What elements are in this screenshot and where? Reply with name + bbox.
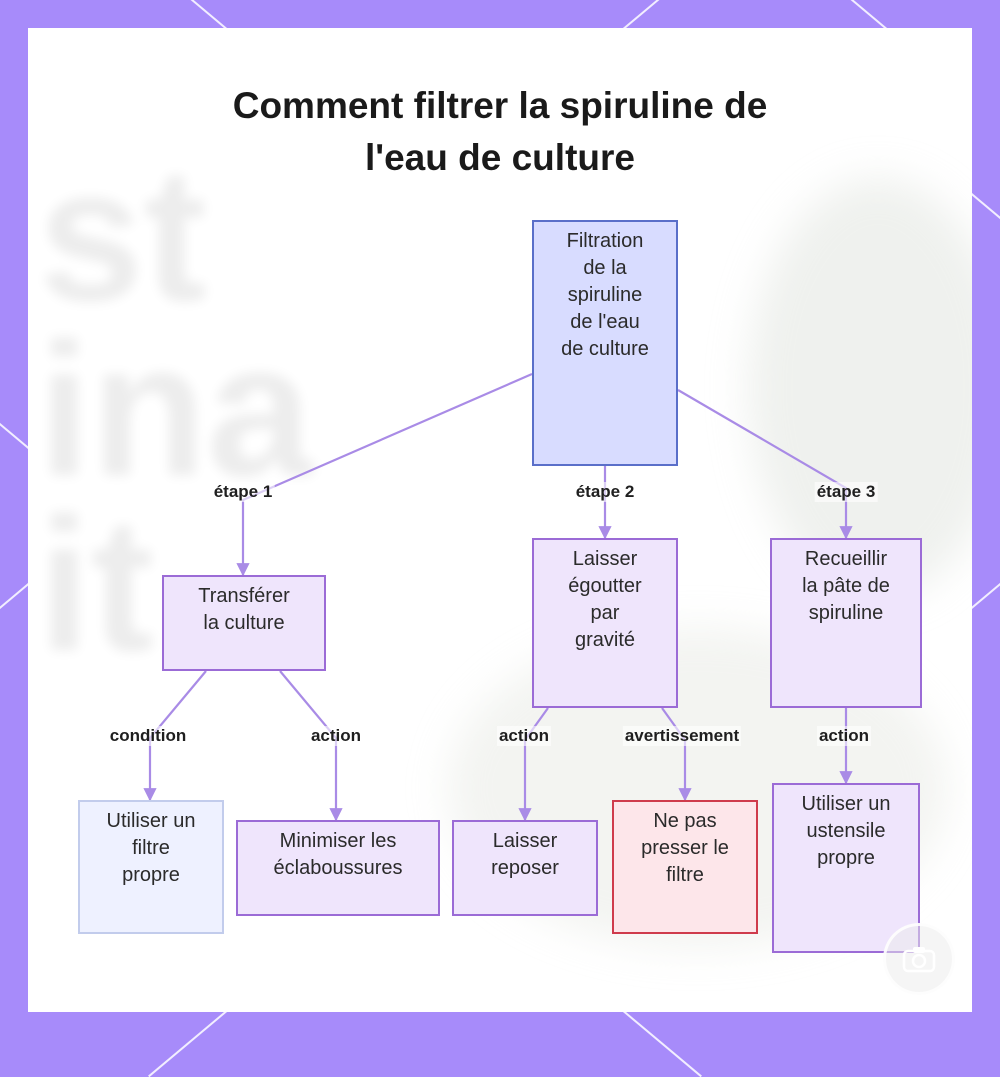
node-text: Utiliser un: [801, 793, 891, 815]
diagram-title: Comment filtrer la spiruline de l'eau de…: [28, 80, 972, 184]
node-text: filtre: [666, 864, 704, 886]
node-text: éclaboussures: [273, 857, 403, 879]
node-text: de culture: [561, 338, 649, 360]
node-text: presser le: [641, 837, 729, 859]
node-utiliser-ustensile[interactable]: Utiliser un ustensile propre: [772, 783, 920, 953]
diagram-card: st ina it Comment filtrer la spiruline d…: [28, 28, 972, 1012]
edge-label-etape-1: étape 1: [211, 482, 275, 502]
node-text: Laisser: [572, 548, 638, 570]
title-line: Comment filtrer la spiruline de: [232, 85, 768, 126]
edge-label-condition: condition: [107, 726, 189, 746]
node-text: Utiliser un: [106, 810, 196, 832]
edge-step2-nopress: [661, 707, 692, 802]
edge-label-action: action: [816, 726, 872, 746]
camera-icon-glyph: [902, 947, 936, 973]
node-laisser-egoutter[interactable]: Laisser égoutter par gravité: [532, 538, 678, 708]
node-text: filtre: [132, 837, 170, 859]
node-laisser-reposer[interactable]: Laisser reposer: [452, 820, 598, 916]
edge-label-etape-3: étape 3: [814, 482, 878, 502]
edge-root-step3: [677, 389, 853, 540]
background-blur: [748, 178, 972, 598]
node-text: propre: [122, 864, 180, 886]
node-text: spiruline: [808, 602, 884, 624]
edge-label-avertissement: avertissement: [622, 726, 742, 746]
node-text: ustensile: [806, 820, 886, 842]
node-text: la culture: [203, 612, 285, 634]
node-text: Minimiser les: [279, 830, 397, 852]
edge-label-action: action: [308, 726, 364, 746]
edge-step2-rest: [518, 707, 549, 822]
node-text: Ne pas: [653, 810, 717, 832]
node-text: propre: [817, 847, 875, 869]
node-text: par: [590, 602, 620, 624]
background-watermark-text: st ina it: [38, 129, 313, 691]
camera-icon: [883, 923, 955, 995]
node-text: spiruline: [567, 284, 643, 306]
node-text: Transférer: [198, 585, 290, 607]
node-text: gravité: [574, 629, 636, 651]
node-minimiser-eclaboussures[interactable]: Minimiser les éclaboussures: [236, 820, 440, 916]
node-transferer-culture[interactable]: Transférer la culture: [162, 575, 326, 671]
node-ne-pas-presser[interactable]: Ne pas presser le filtre: [612, 800, 758, 934]
node-text: égoutter: [568, 575, 642, 597]
node-text: de la: [583, 257, 627, 279]
node-text: la pâte de: [802, 575, 890, 597]
title-line: l'eau de culture: [365, 137, 635, 178]
node-root-filtration[interactable]: Filtration de la spiruline de l'eau de c…: [532, 220, 678, 466]
edge-label-etape-2: étape 2: [573, 482, 637, 502]
node-text: de l'eau: [570, 311, 640, 333]
node-text: Laisser: [492, 830, 558, 852]
node-text: Filtration: [566, 230, 644, 252]
edge-label-action: action: [496, 726, 552, 746]
edge-root-step1: [236, 372, 533, 577]
node-text: reposer: [491, 857, 559, 879]
node-recueillir-pate[interactable]: Recueillir la pâte de spiruline: [770, 538, 922, 708]
node-utiliser-filtre[interactable]: Utiliser un filtre propre: [78, 800, 224, 934]
node-text: Recueillir: [804, 548, 888, 570]
